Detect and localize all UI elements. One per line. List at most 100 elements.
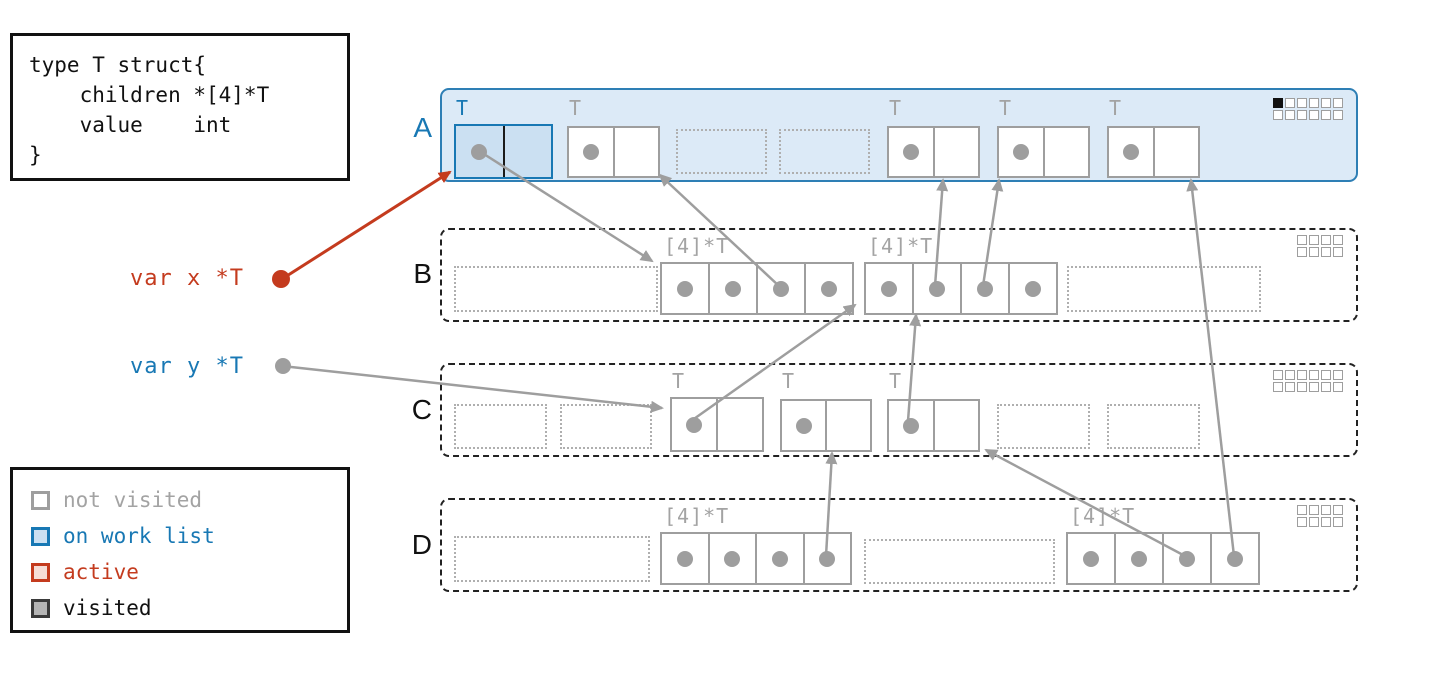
type-definition-box: type T struct{ children *[4]*T value int…: [10, 33, 350, 181]
heap-object-a4: [997, 126, 1090, 178]
allocation-bitmap-icon: [1273, 370, 1343, 392]
bitmap-cell: [1333, 370, 1343, 380]
bitmap-cell: [1309, 110, 1319, 120]
array-elem: [960, 264, 1008, 313]
bitmap-cell: [1333, 98, 1343, 108]
bitmap-cell: [1333, 235, 1343, 245]
pointer-dot: [1179, 550, 1195, 567]
bitmap-cell: [1273, 370, 1283, 380]
legend-label: visited: [63, 596, 152, 620]
bitmap-cell: [1321, 370, 1331, 380]
value-field: [502, 126, 552, 177]
bitmap-cell: [1321, 382, 1331, 392]
legend-item-visited: visited: [31, 590, 347, 626]
bitmap-cell: [1297, 505, 1307, 515]
bitmap-cell: [1309, 370, 1319, 380]
free-slot: [1107, 404, 1200, 449]
pointer-dot: [725, 280, 741, 297]
pointer-dot: [471, 143, 488, 160]
allocation-bitmap-icon: [1297, 505, 1343, 527]
pointer-dot: [902, 417, 919, 434]
value-field: [716, 399, 762, 450]
bitmap-cell: [1297, 370, 1307, 380]
array-elem: [707, 534, 756, 583]
free-slot: [676, 129, 767, 174]
legend-label: not visited: [63, 488, 203, 512]
legend-item-not-visited: not visited: [31, 482, 347, 518]
row-label-c: C: [411, 394, 432, 425]
not-visited-swatch-icon: [31, 490, 50, 510]
free-slot: [454, 536, 650, 582]
heap-span-b: [4]*T [4]*T: [440, 228, 1358, 322]
bitmap-cell: [1297, 517, 1307, 527]
value-field: [932, 128, 979, 176]
pointer-dot: [821, 280, 837, 297]
array-elem: [912, 264, 960, 313]
code-line: value int: [29, 113, 232, 137]
row-label-a: A: [413, 112, 432, 143]
array-elem: [802, 534, 851, 583]
array-elem: [708, 264, 756, 313]
array-elem: [1162, 534, 1210, 583]
heap-object-c2: [780, 399, 872, 452]
free-slot: [997, 404, 1090, 449]
active-swatch-icon: [31, 562, 50, 582]
bitmap-cell: [1273, 98, 1283, 108]
heap-span-d: [4]*T [4]*T: [440, 498, 1358, 592]
stack-var-x-label: var x *T: [130, 266, 244, 291]
pointer-field: [1109, 128, 1153, 176]
free-slot: [1067, 266, 1261, 312]
bitmap-cell: [1297, 98, 1307, 108]
pointer-dot: [1131, 550, 1147, 567]
pointer-field: [672, 399, 716, 450]
bitmap-cell: [1309, 247, 1319, 257]
type-label-array: [4]*T: [664, 504, 730, 528]
heap-object-a5: [1107, 126, 1200, 178]
heap-span-a: T T T T T: [440, 88, 1358, 182]
row-label-b: B: [413, 258, 432, 289]
value-field: [932, 401, 979, 450]
stack-var-y-label: var y *T: [130, 354, 244, 379]
value-field: [612, 128, 659, 176]
code-line: type T struct{: [29, 53, 207, 77]
type-label-T: T: [672, 369, 686, 393]
pointer-dot: [795, 417, 812, 434]
type-label-array: [4]*T: [868, 234, 934, 258]
array-elem: [1114, 534, 1162, 583]
row-label-d: D: [411, 529, 432, 560]
pointer-dot: [1227, 550, 1243, 567]
bitmap-cell: [1285, 110, 1295, 120]
bitmap-cell: [1309, 98, 1319, 108]
bitmap-cell: [1321, 110, 1331, 120]
heap-span-c: T T T: [440, 363, 1358, 457]
array-elem: [1068, 534, 1114, 583]
value-field: [1152, 128, 1199, 176]
pointer-dot: [977, 280, 993, 297]
type-label-array: [4]*T: [1070, 504, 1136, 528]
bitmap-cell: [1273, 382, 1283, 392]
array-elem: [866, 264, 912, 313]
legend-label: active: [63, 560, 139, 584]
type-label-T: T: [456, 96, 470, 120]
pointer-dot: [1012, 144, 1029, 160]
free-slot: [454, 404, 547, 449]
type-label-T: T: [782, 369, 796, 393]
bitmap-cell: [1309, 505, 1319, 515]
heap-object-a3: [887, 126, 980, 178]
pointer-field: [456, 126, 503, 177]
bitmap-cell: [1309, 235, 1319, 245]
array-elem: [804, 264, 852, 313]
bitmap-cell: [1321, 505, 1331, 515]
pointer-field: [569, 128, 613, 176]
bitmap-cell: [1333, 247, 1343, 257]
pointer-dot: [881, 280, 897, 297]
allocation-bitmap-icon: [1273, 98, 1343, 120]
type-label-array: [4]*T: [664, 234, 730, 258]
pointer-dot: [724, 550, 741, 567]
array-elem: [755, 534, 803, 583]
heap-array-b1: [660, 262, 854, 315]
bitmap-cell: [1321, 235, 1331, 245]
pointer-dot: [902, 144, 919, 160]
free-slot: [560, 404, 652, 449]
